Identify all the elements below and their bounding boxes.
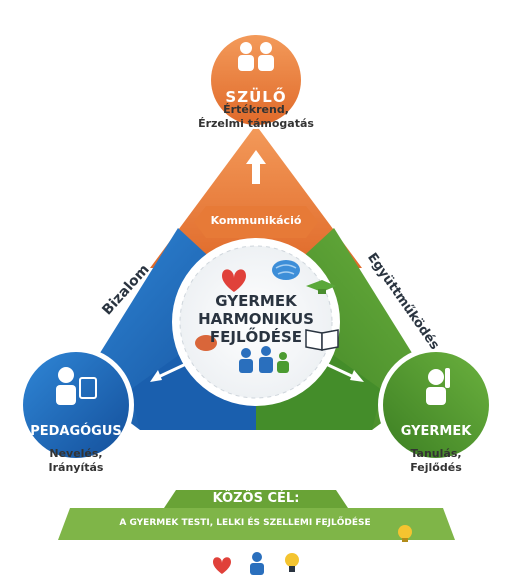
szulo-title: SZÜLŐ — [225, 88, 287, 106]
center-line-1: GYERMEK — [215, 292, 297, 310]
heart-bottom-icon — [213, 557, 231, 574]
bulb-bottom-icon — [285, 553, 299, 572]
kozos-cel-subtitle: A GYERMEK TESTI, LELKI ÉS SZELLEMI FEJLŐ… — [119, 518, 371, 528]
szulo-desc-2: Érzelmi támogatás — [198, 117, 314, 130]
pedagogus-desc-2: Irányítás — [48, 461, 104, 474]
book-icon — [305, 329, 339, 351]
kozos-cel-title: KÖZÖS CÉL: — [212, 491, 300, 506]
center-line-2: HARMONIKUS — [198, 310, 314, 328]
gyermek-desc-1: Tanulás, — [410, 447, 462, 460]
pedagogus-desc-1: Nevelés, — [49, 447, 103, 460]
kozos-cel-banner — [58, 508, 455, 540]
child-icon — [426, 368, 450, 405]
lightbulb-icon — [398, 525, 412, 542]
szulo-desc-1: Értékrend, — [223, 103, 289, 116]
family-icon — [239, 346, 289, 373]
teacher-icon — [56, 367, 97, 405]
arrow-right-icon — [325, 362, 364, 382]
gyermek-desc-2: Fejlődés — [410, 461, 462, 474]
center-line-3: FEJLŐDÉSE — [209, 328, 303, 346]
arrow-up-icon — [246, 150, 266, 184]
person-bottom-icon — [250, 552, 264, 575]
graduation-cap-icon — [306, 280, 336, 294]
brain-small-icon — [195, 335, 217, 351]
kommunikacio-label: Kommunikáció — [210, 214, 302, 227]
gyermek-title: GYERMEK — [400, 424, 472, 439]
pedagogus-title: PEDAGÓGUS — [30, 424, 122, 439]
arrow-left-icon — [150, 362, 187, 382]
parents-icon — [238, 42, 274, 71]
kommunikacio-ribbon — [194, 206, 318, 238]
brain-icon — [272, 260, 300, 280]
heart-icon — [222, 269, 246, 292]
